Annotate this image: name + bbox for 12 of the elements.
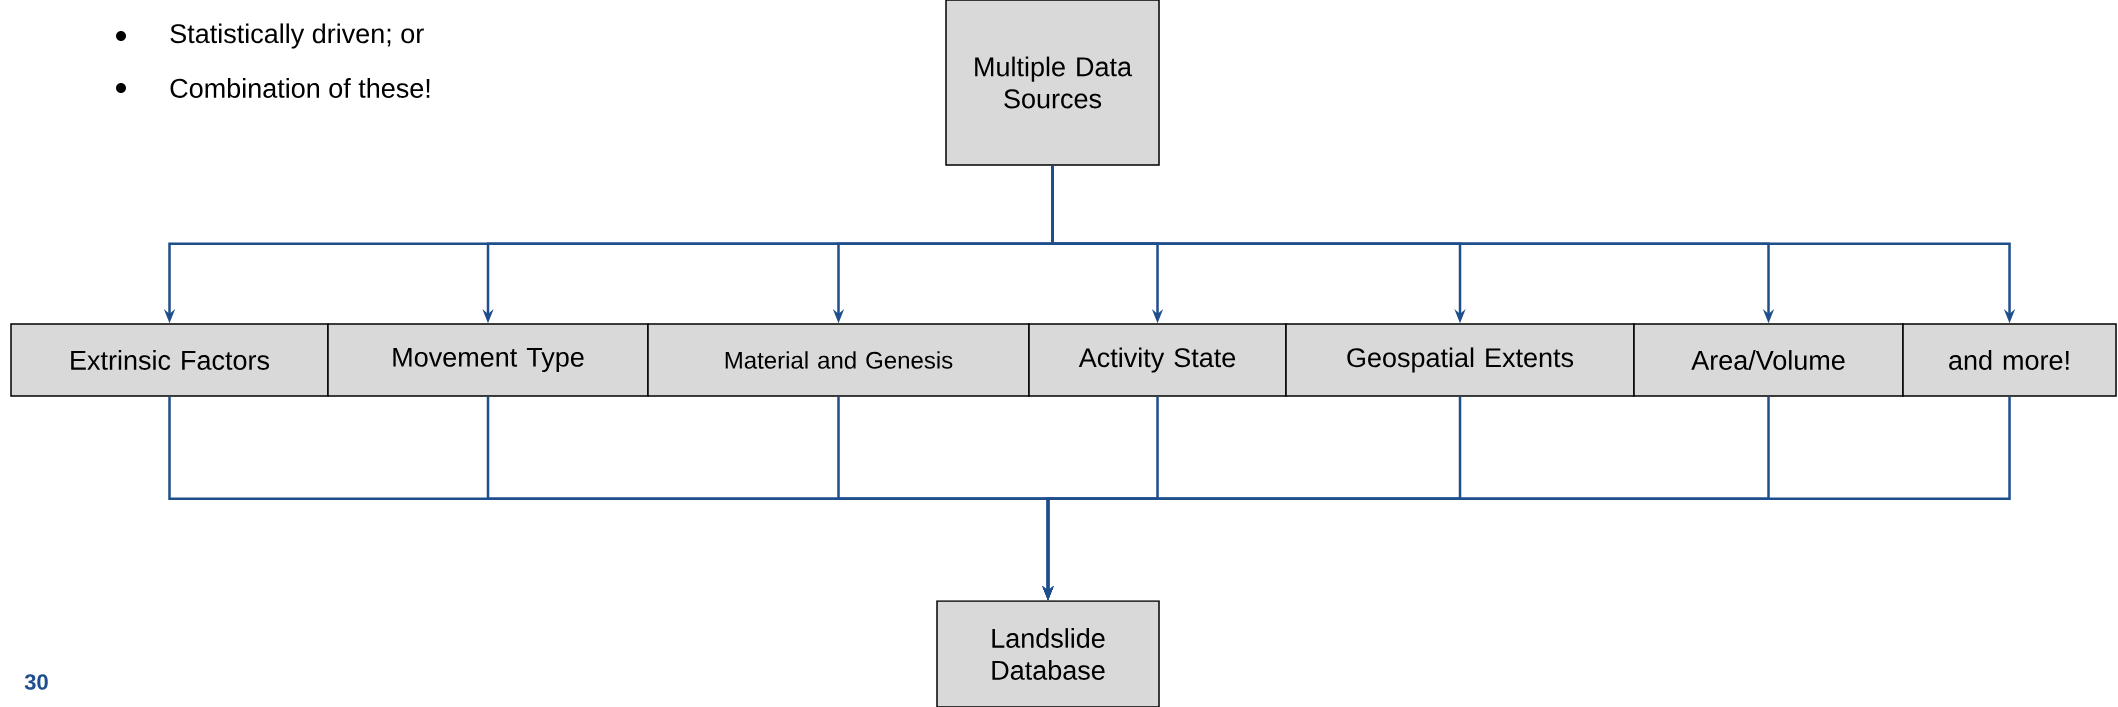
source-box: Multiple Data Sources xyxy=(945,0,1160,166)
category-box: Movement Type xyxy=(327,323,649,397)
category-box: Extrinsic Factors xyxy=(10,323,329,397)
database-box: Landslide Database xyxy=(936,600,1160,707)
category-box: Activity State xyxy=(1028,323,1287,397)
bullet-text: Combination of these! xyxy=(170,78,430,98)
bullet-text: Statistically driven; or xyxy=(170,23,424,49)
category-box: Area/Volume xyxy=(1633,323,1904,397)
page-number: 30 xyxy=(24,674,48,690)
category-box: Geospatial Extents xyxy=(1285,323,1635,397)
category-box: Material and Genesis xyxy=(647,323,1030,397)
category-box: and more! xyxy=(1902,323,2117,397)
